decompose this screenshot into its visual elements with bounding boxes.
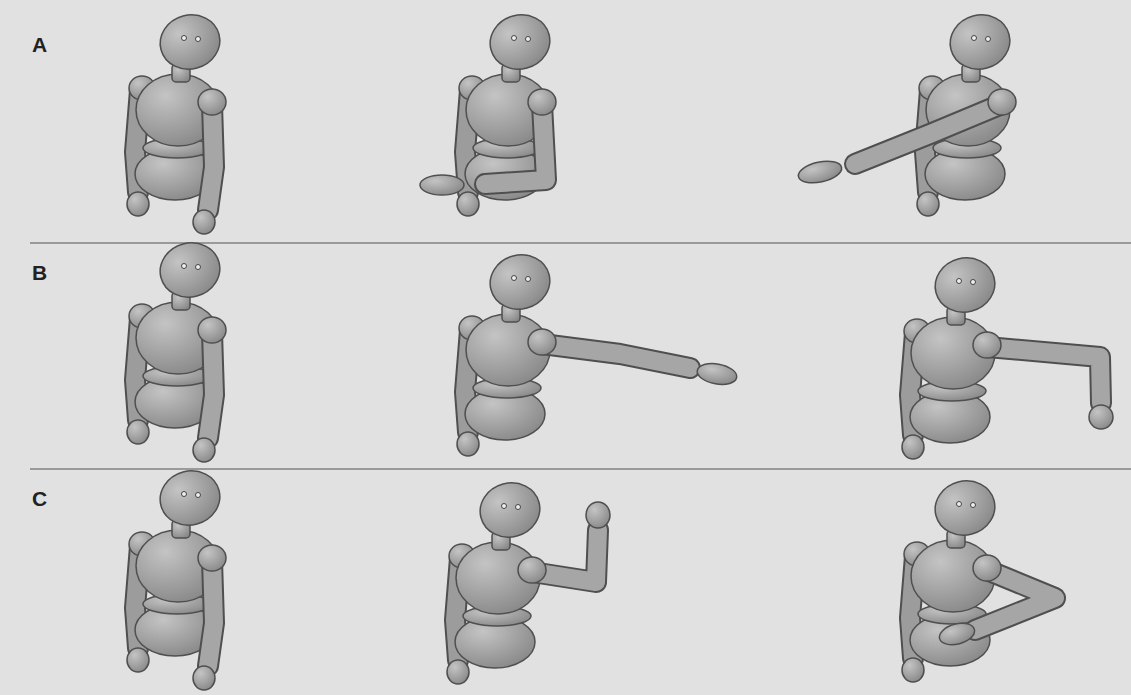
row-divider [30, 468, 1131, 470]
mannequin-figure [796, 8, 1016, 216]
mannequin-figure [902, 474, 1055, 682]
mannequin-figure [127, 8, 226, 234]
mannequin-figure [420, 8, 556, 216]
mannequin-figure [127, 464, 226, 690]
row-label: C [32, 488, 47, 509]
row-label: B [32, 262, 47, 283]
mannequin-figure [127, 236, 226, 462]
mannequin-figure [457, 248, 738, 456]
mannequin-figure [447, 476, 610, 684]
row-label: A [32, 34, 47, 55]
mannequin-figure [902, 251, 1113, 459]
